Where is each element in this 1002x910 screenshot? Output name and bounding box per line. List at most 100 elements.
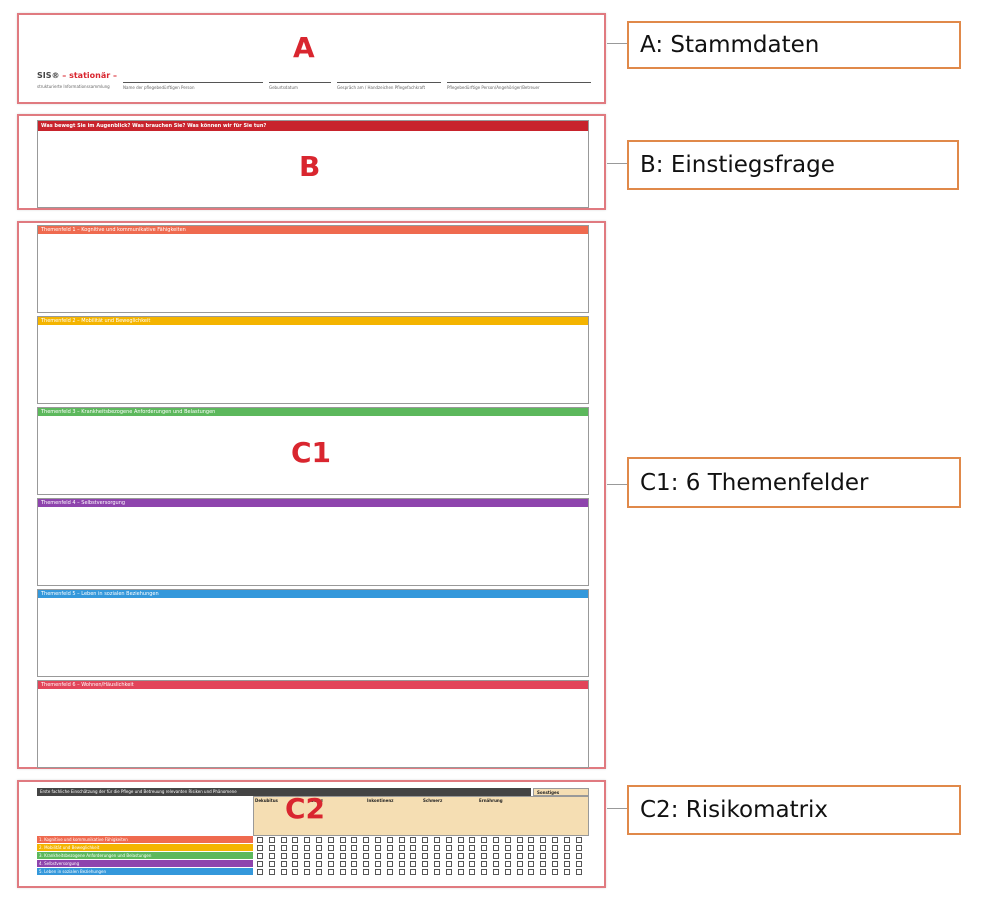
- matrix-checkbox[interactable]: [327, 860, 334, 867]
- matrix-checkbox[interactable]: [493, 852, 499, 859]
- matrix-checkbox[interactable]: [316, 836, 322, 843]
- matrix-checkbox[interactable]: [410, 836, 417, 843]
- matrix-checkbox[interactable]: [469, 868, 476, 875]
- matrix-checkbox[interactable]: [351, 868, 358, 875]
- matrix-checkbox[interactable]: [398, 836, 405, 843]
- matrix-checkbox[interactable]: [552, 868, 558, 875]
- matrix-checkbox[interactable]: [434, 836, 440, 843]
- matrix-checkbox[interactable]: [339, 860, 346, 867]
- matrix-checkbox[interactable]: [363, 844, 370, 851]
- matrix-checkbox[interactable]: [316, 868, 322, 875]
- matrix-checkbox[interactable]: [339, 836, 346, 843]
- matrix-checkbox[interactable]: [457, 852, 464, 859]
- matrix-checkbox[interactable]: [516, 836, 523, 843]
- matrix-checkbox[interactable]: [327, 836, 334, 843]
- matrix-checkbox[interactable]: [469, 860, 476, 867]
- matrix-checkbox[interactable]: [469, 844, 476, 851]
- matrix-checkbox[interactable]: [493, 844, 499, 851]
- matrix-checkbox[interactable]: [268, 868, 275, 875]
- matrix-checkbox[interactable]: [363, 860, 370, 867]
- matrix-checkbox[interactable]: [351, 860, 358, 867]
- matrix-checkbox[interactable]: [268, 836, 275, 843]
- matrix-checkbox[interactable]: [304, 852, 311, 859]
- matrix-checkbox[interactable]: [481, 860, 488, 867]
- matrix-checkbox[interactable]: [375, 860, 381, 867]
- matrix-checkbox[interactable]: [363, 868, 370, 875]
- matrix-checkbox[interactable]: [292, 860, 299, 867]
- matrix-checkbox[interactable]: [257, 868, 263, 875]
- matrix-checkbox[interactable]: [410, 852, 417, 859]
- matrix-checkbox[interactable]: [327, 844, 334, 851]
- matrix-checkbox[interactable]: [445, 844, 452, 851]
- matrix-checkbox[interactable]: [540, 836, 547, 843]
- matrix-checkbox[interactable]: [457, 868, 464, 875]
- matrix-checkbox[interactable]: [504, 860, 511, 867]
- matrix-checkbox[interactable]: [280, 868, 287, 875]
- matrix-checkbox[interactable]: [540, 868, 547, 875]
- matrix-checkbox[interactable]: [422, 852, 429, 859]
- matrix-checkbox[interactable]: [398, 860, 405, 867]
- matrix-checkbox[interactable]: [445, 860, 452, 867]
- matrix-checkbox[interactable]: [575, 836, 582, 843]
- matrix-checkbox[interactable]: [528, 844, 535, 851]
- matrix-checkbox[interactable]: [422, 860, 429, 867]
- matrix-checkbox[interactable]: [386, 868, 393, 875]
- matrix-checkbox[interactable]: [327, 852, 334, 859]
- matrix-checkbox[interactable]: [552, 852, 558, 859]
- matrix-checkbox[interactable]: [304, 860, 311, 867]
- matrix-checkbox[interactable]: [339, 844, 346, 851]
- matrix-checkbox[interactable]: [375, 852, 381, 859]
- matrix-checkbox[interactable]: [292, 844, 299, 851]
- matrix-checkbox[interactable]: [434, 852, 440, 859]
- matrix-checkbox[interactable]: [292, 868, 299, 875]
- matrix-checkbox[interactable]: [257, 844, 263, 851]
- matrix-checkbox[interactable]: [434, 860, 440, 867]
- matrix-checkbox[interactable]: [563, 844, 570, 851]
- matrix-checkbox[interactable]: [493, 860, 499, 867]
- matrix-checkbox[interactable]: [528, 868, 535, 875]
- matrix-checkbox[interactable]: [280, 852, 287, 859]
- matrix-checkbox[interactable]: [386, 860, 393, 867]
- matrix-checkbox[interactable]: [516, 852, 523, 859]
- matrix-checkbox[interactable]: [398, 868, 405, 875]
- matrix-checkbox[interactable]: [481, 852, 488, 859]
- matrix-checkbox[interactable]: [386, 836, 393, 843]
- matrix-checkbox[interactable]: [434, 868, 440, 875]
- matrix-checkbox[interactable]: [280, 836, 287, 843]
- matrix-checkbox[interactable]: [257, 836, 263, 843]
- matrix-checkbox[interactable]: [469, 836, 476, 843]
- matrix-checkbox[interactable]: [540, 852, 547, 859]
- matrix-checkbox[interactable]: [339, 852, 346, 859]
- matrix-checkbox[interactable]: [457, 860, 464, 867]
- matrix-checkbox[interactable]: [351, 844, 358, 851]
- matrix-checkbox[interactable]: [257, 860, 263, 867]
- matrix-checkbox[interactable]: [552, 836, 558, 843]
- matrix-checkbox[interactable]: [386, 852, 393, 859]
- matrix-checkbox[interactable]: [575, 844, 582, 851]
- matrix-checkbox[interactable]: [292, 852, 299, 859]
- matrix-checkbox[interactable]: [434, 844, 440, 851]
- matrix-checkbox[interactable]: [563, 860, 570, 867]
- matrix-checkbox[interactable]: [528, 836, 535, 843]
- matrix-checkbox[interactable]: [268, 860, 275, 867]
- matrix-checkbox[interactable]: [481, 836, 488, 843]
- matrix-checkbox[interactable]: [375, 868, 381, 875]
- matrix-checkbox[interactable]: [375, 844, 381, 851]
- matrix-checkbox[interactable]: [445, 868, 452, 875]
- matrix-checkbox[interactable]: [351, 852, 358, 859]
- matrix-checkbox[interactable]: [504, 852, 511, 859]
- matrix-checkbox[interactable]: [481, 868, 488, 875]
- matrix-checkbox[interactable]: [528, 852, 535, 859]
- matrix-checkbox[interactable]: [504, 836, 511, 843]
- matrix-checkbox[interactable]: [280, 844, 287, 851]
- matrix-checkbox[interactable]: [410, 844, 417, 851]
- matrix-checkbox[interactable]: [304, 844, 311, 851]
- matrix-checkbox[interactable]: [516, 844, 523, 851]
- matrix-checkbox[interactable]: [457, 836, 464, 843]
- matrix-checkbox[interactable]: [398, 852, 405, 859]
- matrix-checkbox[interactable]: [457, 844, 464, 851]
- matrix-checkbox[interactable]: [316, 852, 322, 859]
- matrix-checkbox[interactable]: [398, 844, 405, 851]
- matrix-checkbox[interactable]: [575, 860, 582, 867]
- matrix-checkbox[interactable]: [516, 868, 523, 875]
